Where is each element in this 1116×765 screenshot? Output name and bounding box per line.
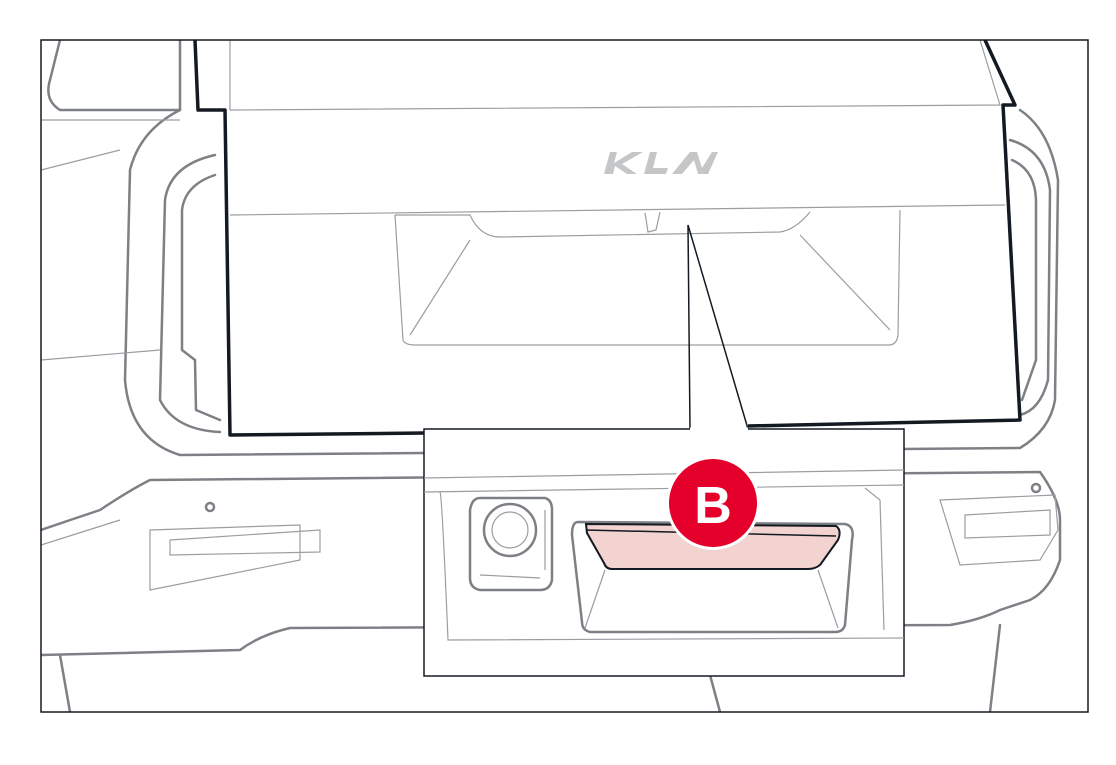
detail-inset <box>423 224 905 677</box>
callout-badge-b: B <box>666 456 760 550</box>
figure-frame <box>40 39 1089 713</box>
callout-label: B <box>694 477 732 535</box>
rear-camera <box>468 496 554 592</box>
vehicle-rear-illustration <box>41 40 1062 712</box>
kia-logo <box>604 152 718 174</box>
